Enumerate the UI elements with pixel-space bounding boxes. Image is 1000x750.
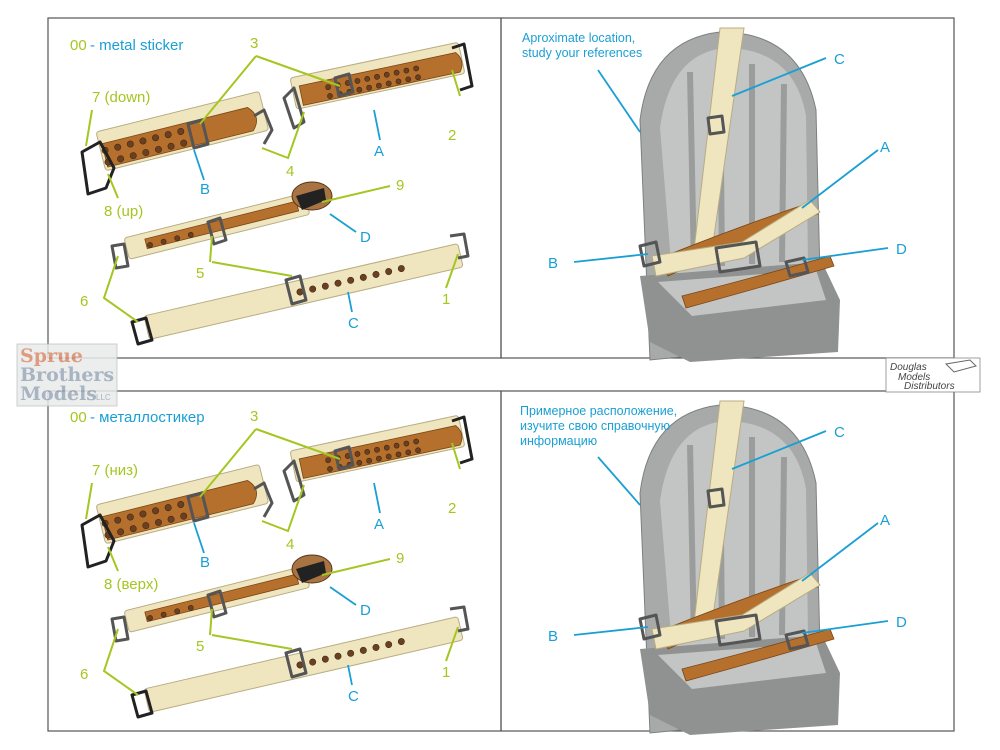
label-b: B <box>200 181 210 198</box>
label-7-ru: 7 (низ) <box>92 462 138 479</box>
label-7: 7 (down) <box>92 89 150 106</box>
label-3: 3 <box>250 35 258 52</box>
bottom-leader-lines <box>85 428 889 696</box>
airplane-icon <box>944 359 977 373</box>
sticker-text: - metal sticker <box>90 37 183 54</box>
sticker-code-ru: 00 <box>70 409 87 426</box>
seat-label-a: A <box>880 139 890 156</box>
seat-label-d-ru: D <box>896 614 907 631</box>
sticker-text-ru: - металлостикер <box>90 409 205 426</box>
top-leader-lines <box>85 55 461 323</box>
top-part-labels: 00 - metal sticker 3 7 (down) 2 A 4 B 8 … <box>70 35 456 332</box>
seat-label-c: C <box>834 51 845 68</box>
label-8: 8 (up) <box>104 203 143 220</box>
label-a: A <box>374 143 384 160</box>
label-b-ru: B <box>200 554 210 571</box>
bottom-seat-labels: Примерное расположение, изучите свою спр… <box>520 404 907 645</box>
location-note-ru-line-2: изучите свою справочную <box>520 419 670 433</box>
label-2-ru: 2 <box>448 500 456 517</box>
label-8-ru: 8 (верх) <box>104 576 158 593</box>
seat-label-b: B <box>548 255 558 272</box>
label-5: 5 <box>196 265 204 282</box>
sprue-brothers-watermark: Sprue Brothers Models LLC <box>16 343 118 407</box>
watermark-line-2: Brothers <box>20 364 114 386</box>
top-strap-art <box>80 40 474 346</box>
seat-label-c-ru: C <box>834 424 845 441</box>
logo-line-3: Distributors <box>904 381 955 392</box>
label-d: D <box>360 229 371 246</box>
label-4: 4 <box>286 163 294 180</box>
logo-line-1: Douglas <box>890 362 927 373</box>
label-6-ru: 6 <box>80 666 88 683</box>
label-3-ru: 3 <box>250 408 258 425</box>
label-c: C <box>348 315 359 332</box>
watermark-line-1: Sprue <box>20 345 83 367</box>
label-1-ru: 1 <box>442 664 450 681</box>
label-6: 6 <box>80 293 88 310</box>
location-note-line-2: study your references <box>522 46 642 60</box>
label-a-ru: A <box>374 516 384 533</box>
label-2: 2 <box>448 127 456 144</box>
label-1: 1 <box>442 291 450 308</box>
douglas-models-logo: Douglas Models Distributors <box>885 357 981 393</box>
seat-label-b-ru: B <box>548 628 558 645</box>
label-9-ru: 9 <box>396 550 404 567</box>
bottom-part-labels: 00 - металлостикер 3 7 (низ) 2 A 4 B 8 (… <box>70 408 456 705</box>
watermark-llc: LLC <box>96 393 111 402</box>
top-seat-labels: Aproximate location, study your referenc… <box>522 31 907 272</box>
label-4-ru: 4 <box>286 536 294 553</box>
label-c-ru: C <box>348 688 359 705</box>
location-note-ru-line-3: информацию <box>520 434 597 448</box>
top-seat-leaders <box>573 57 889 263</box>
watermark-line-3: Models <box>20 383 97 405</box>
seat-label-a-ru: A <box>880 512 890 529</box>
location-note-line-1: Aproximate location, <box>522 31 635 45</box>
bottom-strap-art <box>80 413 474 719</box>
seat-label-d: D <box>896 241 907 258</box>
logo-line-2: Models <box>898 372 930 383</box>
label-5-ru: 5 <box>196 638 204 655</box>
label-9: 9 <box>396 177 404 194</box>
location-note-ru-line-1: Примерное расположение, <box>520 404 677 418</box>
label-d-ru: D <box>360 602 371 619</box>
top-seat-art <box>640 28 840 362</box>
bottom-seat-art <box>640 401 840 735</box>
sticker-code: 00 <box>70 37 87 54</box>
